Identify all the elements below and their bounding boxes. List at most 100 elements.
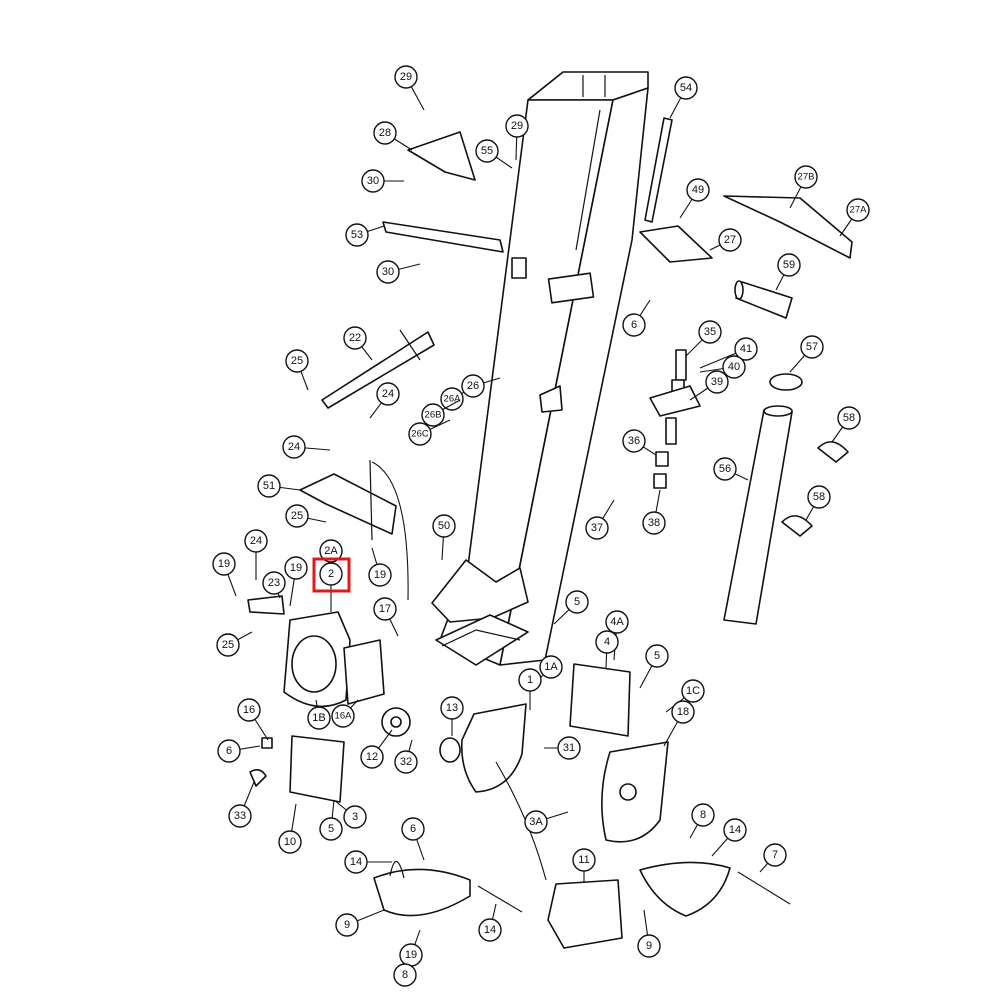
callout-label: 40	[728, 361, 740, 373]
callout-label: 50	[438, 520, 450, 532]
callout-circle	[432, 514, 456, 538]
callout-circle	[216, 633, 240, 657]
callout-24: 24	[369, 382, 400, 419]
callout-circle	[408, 422, 432, 446]
callout-circle	[257, 474, 281, 498]
callout-label: 58	[813, 491, 825, 503]
part-10	[249, 768, 267, 787]
callout-label: 6	[631, 319, 637, 331]
rod-9-left	[477, 885, 523, 913]
callout-circle	[373, 597, 397, 621]
callout-26: 26	[461, 374, 501, 398]
callout-27: 27	[709, 228, 742, 252]
callout-circle	[478, 918, 502, 942]
callout-23: 23	[262, 571, 286, 599]
callout-19: 19	[212, 552, 237, 597]
callout-label: 26B	[425, 410, 442, 421]
callout-27B: 27B	[789, 165, 818, 209]
callout-39: 39	[689, 370, 729, 401]
callout-label: 16	[243, 704, 255, 716]
callout-circle	[360, 745, 384, 769]
callout-label: 55	[481, 145, 493, 157]
highlight-box	[312, 557, 351, 593]
callout-label: 36	[628, 435, 640, 447]
callout-label: 9	[646, 940, 652, 952]
callout-11: 11	[572, 848, 596, 882]
callout-19: 19	[368, 547, 392, 587]
main-tube	[439, 71, 649, 666]
callout-label: 57	[806, 341, 818, 353]
sleeve-59	[734, 280, 793, 319]
callout-circle	[368, 563, 392, 587]
callout-label: 4	[604, 636, 610, 648]
clip-58b	[781, 515, 813, 537]
callout-58: 58	[831, 406, 861, 443]
callout-53: 53	[345, 223, 385, 247]
callout-label: 23	[268, 577, 280, 589]
callout-label: 29	[511, 120, 523, 132]
callout-circle	[335, 913, 359, 937]
callout-label: 1C	[686, 685, 700, 697]
callout-circle	[244, 529, 268, 553]
callout-27A: 27A	[839, 198, 870, 237]
callout-circle	[794, 165, 818, 189]
callout-circle	[319, 817, 343, 841]
callout-30: 30	[376, 260, 421, 284]
callout-label: 2	[328, 568, 334, 580]
callout-circle	[846, 198, 870, 222]
callout-label: 13	[446, 702, 458, 714]
bracket-53	[382, 221, 504, 253]
arm-22	[321, 331, 435, 409]
callout-circle	[705, 370, 729, 394]
callout-10: 10	[278, 803, 302, 854]
callout-label: 58	[843, 412, 855, 424]
callout-54: 54	[669, 76, 698, 119]
callout-label: 22	[349, 332, 361, 344]
callout-49: 49	[679, 178, 710, 219]
callout-label: 35	[704, 326, 716, 338]
callout-label: 24	[288, 441, 300, 453]
callout-label: 25	[291, 510, 303, 522]
callout-1: 1	[518, 668, 542, 710]
callout-label: 27	[724, 234, 736, 246]
callout-4A: 4A	[605, 610, 629, 661]
callout-1A: 1A	[527, 655, 563, 691]
bracket-28	[407, 131, 476, 181]
callout-circle	[585, 516, 609, 540]
strap-54	[644, 117, 673, 223]
callout-circle	[421, 403, 445, 427]
callout-label: 33	[234, 810, 246, 822]
callout-label: 30	[382, 266, 394, 278]
callout-28: 28	[373, 121, 413, 151]
callout-label: 38	[648, 517, 660, 529]
callout-circle	[605, 610, 629, 634]
callout-label: 9	[344, 919, 350, 931]
callout-5: 5	[553, 590, 589, 625]
clip-58a	[817, 441, 849, 463]
callout-circle	[837, 406, 861, 430]
callout-22: 22	[343, 326, 373, 361]
callout-label: 28	[379, 127, 391, 139]
callout-58: 58	[805, 485, 831, 521]
callout-41: 41	[699, 337, 758, 369]
callout-label: 19	[218, 558, 230, 570]
callout-label: 30	[367, 175, 379, 187]
callout-circle	[734, 337, 758, 361]
shield-8-right	[639, 861, 731, 917]
callout-35: 35	[685, 320, 722, 357]
callout-circle	[228, 804, 252, 828]
callout-label: 10	[284, 836, 296, 848]
callout-label: 14	[484, 924, 496, 936]
callout-circle	[307, 706, 331, 730]
callout-label: 26A	[444, 394, 462, 405]
part-12	[261, 737, 273, 749]
callout-29: 29	[394, 65, 425, 111]
callout-label: 1A	[544, 661, 558, 673]
callout-label: 17	[379, 603, 391, 615]
callout-30: 30	[361, 169, 404, 193]
callout-6: 6	[622, 299, 651, 337]
callout-circle	[572, 848, 596, 872]
callout-circle	[461, 374, 485, 398]
callout-circle	[557, 736, 581, 760]
